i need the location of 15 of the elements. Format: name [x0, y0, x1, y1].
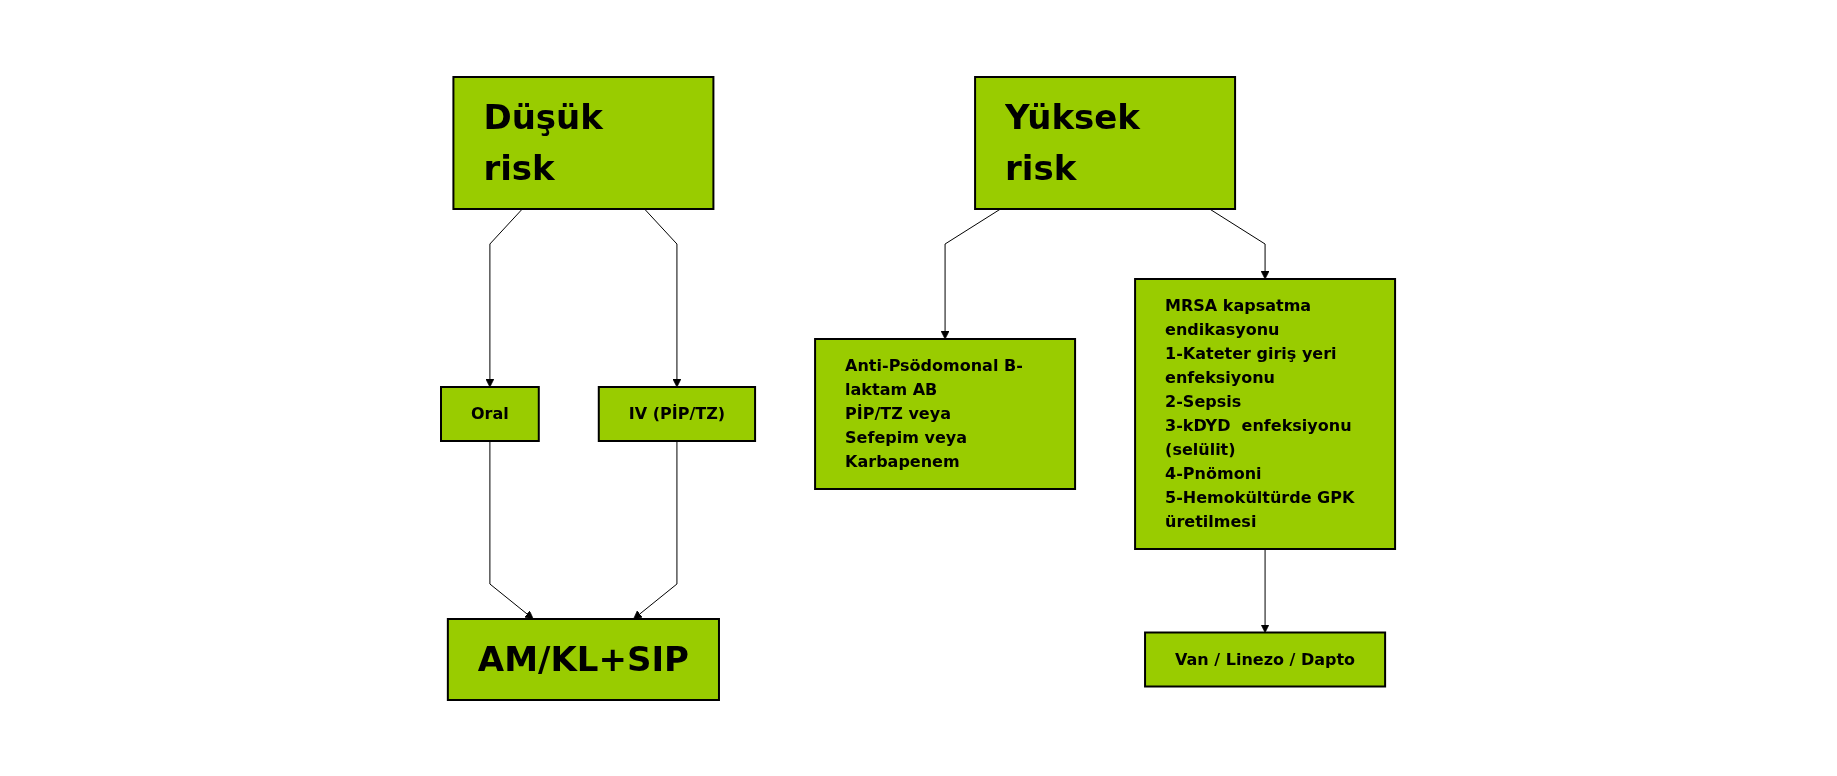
arrow [644, 208, 682, 387]
node-box: Yüksek risk [974, 75, 1237, 210]
node-box: Van / Linezo / Dapto [1144, 631, 1387, 687]
arrow [1209, 208, 1270, 279]
arrow [485, 208, 524, 387]
arrow [489, 440, 535, 619]
node-box: Düşük risk [452, 75, 715, 210]
arrow [633, 440, 678, 619]
node-box: Oral [440, 385, 541, 442]
node-box: AM/KL+SIP [447, 617, 721, 701]
node-box: IV (PİP/TZ) [598, 385, 757, 442]
arrow [1261, 548, 1270, 633]
arrow [941, 208, 1002, 339]
node-box: Anti-Psödomonal B-laktam AB PİP/TZ veya Sefepim veya Karbapenem [814, 337, 1077, 490]
node-box: MRSA kapsatma endikasyonu 1-Kateter giriş yeri enfeksiyonu 2-Sepsis 3-kDYD enfeksiyonu (selülit) 4-Pnömoni 5-Hemokültürde GPK üretilmesi [1134, 277, 1397, 550]
